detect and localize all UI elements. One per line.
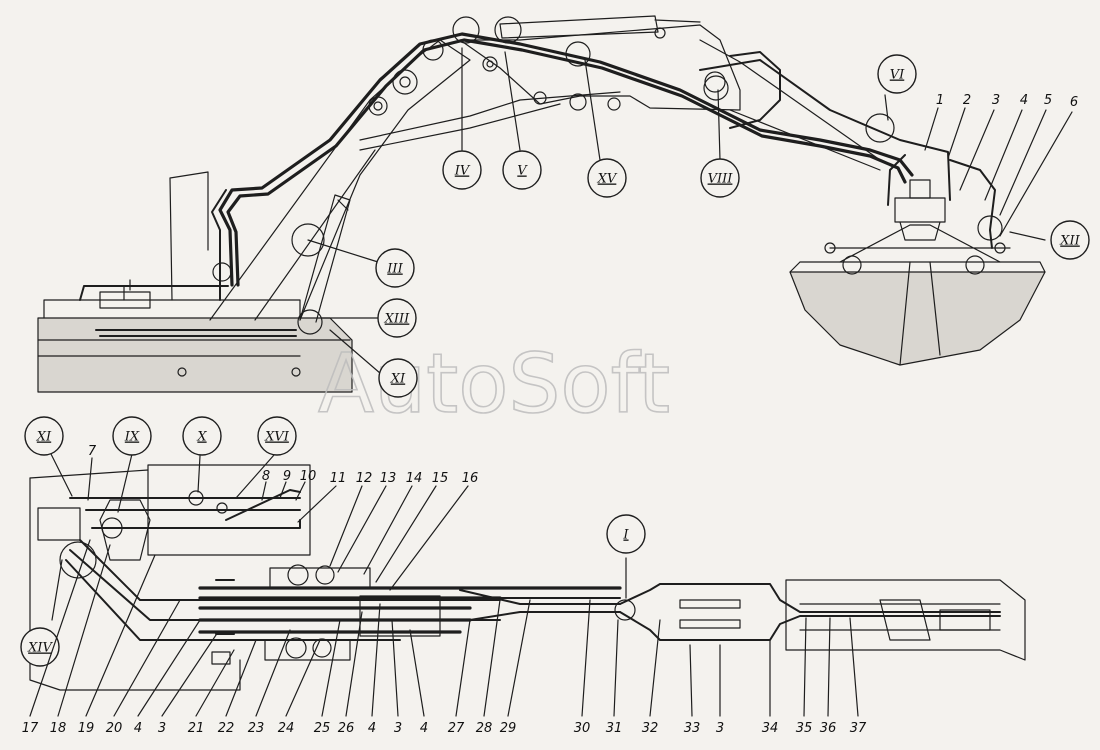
mid-part-numbers: 7 8 9 10 11 12 13 14 15 16 (87, 444, 479, 591)
part-number-3-c: 3 (716, 721, 724, 736)
callout-IV: IV (454, 164, 471, 179)
callout-V: V (517, 164, 528, 179)
part-number-7: 7 (88, 444, 97, 459)
callout-XVI: XVI (264, 430, 290, 445)
part-number-20: 20 (106, 721, 123, 736)
part-number-2: 2 (963, 93, 971, 108)
part-number-36: 36 (820, 721, 837, 736)
part-number-12: 12 (356, 471, 373, 486)
part-number-3: 3 (992, 93, 1000, 108)
part-number-19: 19 (78, 721, 95, 736)
callout-VIII-circle (700, 158, 740, 198)
plan-view-lines (29, 464, 1026, 691)
callout-I-circle (606, 514, 646, 554)
callouts-bottom: XI IX X XVI XIV I (20, 416, 646, 667)
part-number-4-c: 4 (420, 721, 428, 736)
callout-V-circle (502, 150, 542, 190)
callout-XI-top: XI (390, 372, 406, 387)
callout-I: I (622, 528, 629, 543)
callout-XI-top-circle (378, 358, 418, 398)
callout-III-circle (375, 248, 415, 288)
part-number-27: 27 (448, 721, 465, 736)
part-number-31: 31 (606, 721, 623, 736)
part-number-21: 21 (188, 721, 205, 736)
part-number-13: 13 (380, 471, 397, 486)
part-number-32: 32 (642, 721, 659, 736)
callout-XIII: XIII (384, 312, 411, 327)
part-number-5: 5 (1044, 93, 1052, 108)
part-number-4: 4 (1020, 93, 1028, 108)
callout-XI-bottom: XI (36, 430, 52, 445)
watermark-text: AutoSoft (318, 337, 670, 432)
part-number-34: 34 (762, 721, 779, 736)
callout-IX-circle (112, 416, 152, 456)
part-number-1: 1 (936, 93, 944, 108)
callout-VI: VI (890, 68, 905, 83)
part-number-33: 33 (684, 721, 701, 736)
callout-VIII: VIII (708, 172, 734, 187)
callout-X-circle (182, 416, 222, 456)
part-number-25: 25 (314, 721, 331, 736)
callout-XV: XV (597, 172, 618, 187)
callout-XII-circle (1050, 220, 1090, 260)
part-number-22: 22 (218, 721, 235, 736)
part-number-35: 35 (796, 721, 813, 736)
callout-XVI-circle (257, 416, 297, 456)
part-number-37: 37 (850, 721, 867, 736)
part-number-10: 10 (300, 469, 317, 484)
part-number-26: 26 (338, 721, 355, 736)
callout-XIII-circle (377, 298, 417, 338)
part-number-28: 28 (476, 721, 493, 736)
callout-IX: IX (124, 430, 140, 445)
part-number-29: 29 (500, 721, 517, 736)
callout-VI-circle (877, 54, 917, 94)
part-number-4-a: 4 (134, 721, 142, 736)
part-number-30: 30 (574, 721, 591, 736)
part-number-17: 17 (22, 721, 39, 736)
callout-XV-circle (587, 158, 627, 198)
callouts-top: IV V XV VIII VI XII III XIII XI (291, 16, 1090, 398)
part-number-9: 9 (283, 469, 291, 484)
part-number-14: 14 (406, 471, 423, 486)
part-number-18: 18 (50, 721, 67, 736)
part-number-3-a: 3 (158, 721, 166, 736)
callout-XII: XII (1059, 234, 1080, 249)
callout-IV-circle (442, 150, 482, 190)
callout-III: III (386, 262, 403, 277)
part-number-24: 24 (278, 721, 295, 736)
part-number-15: 15 (432, 471, 449, 486)
part-number-8: 8 (262, 469, 270, 484)
callout-XI-bottom-circle (24, 416, 64, 456)
callout-XIV: XIV (27, 641, 53, 656)
part-number-4-b: 4 (368, 721, 376, 736)
excavator-side-view (37, 15, 1046, 393)
part-number-11: 11 (330, 471, 347, 486)
part-number-16: 16 (462, 471, 479, 486)
part-number-3-b: 3 (394, 721, 402, 736)
callout-X: X (196, 430, 207, 445)
top-part-numbers: 1 2 3 4 5 6 (924, 93, 1078, 237)
callout-XIV-circle (20, 627, 60, 667)
bottom-part-numbers: 17 18 19 20 4 3 21 22 23 24 25 26 4 3 4 … (22, 539, 867, 736)
part-number-23: 23 (248, 721, 265, 736)
part-number-6: 6 (1070, 95, 1078, 110)
